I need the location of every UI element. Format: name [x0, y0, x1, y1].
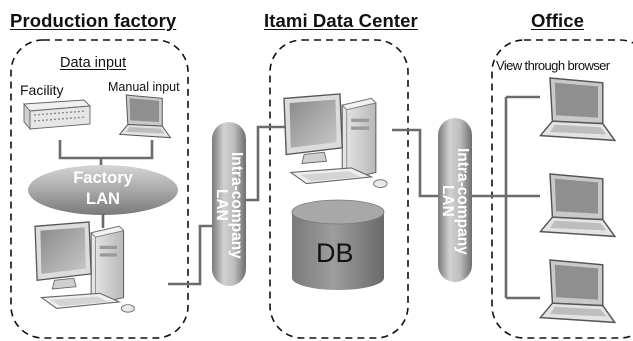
- factory-lan-label-line2: LAN: [86, 190, 120, 208]
- datacenter-boundary: [269, 39, 409, 339]
- manual-input-laptop-icon: [119, 94, 171, 139]
- office-laptop-3-icon: [539, 259, 616, 324]
- factory-boundary: [10, 39, 189, 339]
- intra-company-lan-right-label: Intra-company LAN: [439, 147, 471, 255]
- db-label: DB: [316, 238, 354, 268]
- office-laptop-1-icon: [539, 77, 616, 142]
- datacenter-section-title: Itami Data Center: [264, 10, 418, 31]
- factory-lan-ellipse: [28, 165, 178, 215]
- datacenter-server-pc-icon: [283, 93, 388, 189]
- office-laptop-2-icon: [539, 173, 616, 238]
- intra-company-lan-right-pill: [438, 118, 472, 282]
- factory-lan-label: Factory LAN: [48, 168, 158, 210]
- facility-label: Facility: [20, 82, 64, 98]
- data-input-label: Data input: [60, 55, 127, 71]
- view-through-browser-label: View through browser: [496, 58, 610, 73]
- factory-server-pc-icon: [34, 221, 136, 313]
- input-connector-line: [58, 140, 154, 160]
- factory-section-title: Production factory: [10, 10, 177, 31]
- facility-device-icon: [23, 99, 92, 131]
- factory-lan-label-line1: Factory: [73, 169, 133, 187]
- intra-company-lan-left-label: Intra-company LAN: [213, 151, 245, 259]
- database-cylinder-icon: [291, 199, 385, 290]
- intra-company-lan-left-pill: [212, 122, 246, 286]
- office-section-title: Office: [531, 10, 585, 31]
- office-boundary: [491, 39, 633, 339]
- manual-input-label: Manual input: [108, 80, 180, 94]
